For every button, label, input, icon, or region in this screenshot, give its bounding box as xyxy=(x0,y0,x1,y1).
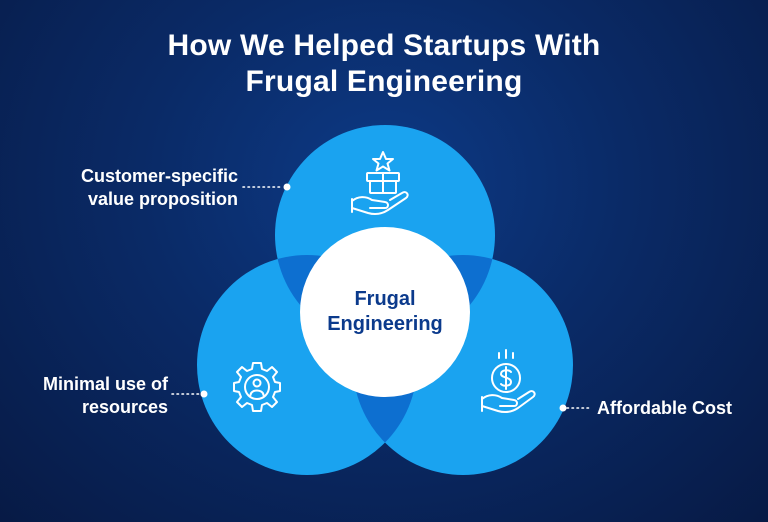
connector-top xyxy=(242,183,291,191)
connector-right xyxy=(559,404,593,412)
hand-dollar-coin-icon xyxy=(481,349,536,413)
label-top-line-1: Customer-specific xyxy=(80,166,238,186)
label-top-line-2: value proposition xyxy=(87,189,238,209)
center-label: Frugal Engineering xyxy=(295,287,475,337)
label-left-line-1: Minimal use of xyxy=(42,374,168,394)
label-minimal-resources: Minimal use of resources xyxy=(10,373,168,419)
page-title: How We Helped Startups With Frugal Engin… xyxy=(0,28,768,100)
label-customer-specific: Customer-specific value proposition xyxy=(40,165,238,211)
center-label-line-1: Frugal xyxy=(354,288,416,310)
center-label-line-2: Engineering xyxy=(327,313,443,335)
gear-person-icon xyxy=(233,362,281,412)
center-circle xyxy=(300,227,470,397)
label-left-line-2: resources xyxy=(81,397,168,417)
label-affordable-cost: Affordable Cost xyxy=(597,397,762,420)
title-line-2: Frugal Engineering xyxy=(245,65,523,98)
hand-gift-star-icon xyxy=(351,151,409,215)
connector-left xyxy=(171,390,208,398)
title-line-1: How We Helped Startups With xyxy=(167,29,601,62)
label-right-line-1: Affordable Cost xyxy=(597,398,732,418)
